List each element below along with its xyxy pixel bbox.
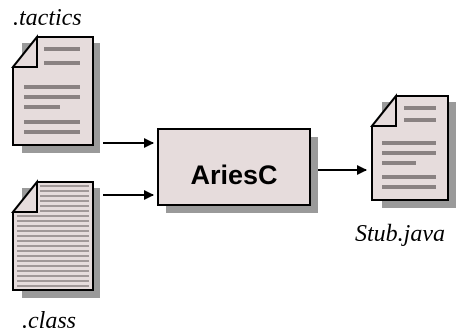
compiler-label: AriesC: [190, 160, 277, 190]
compiler-box: AriesC: [157, 128, 318, 213]
output-file-label: Stub.java: [355, 221, 445, 247]
output-document-icon: [369, 93, 456, 208]
tactics-file-label: .tactics: [13, 5, 82, 31]
class-document-icon: [10, 179, 100, 298]
class-file-label: .class: [22, 308, 76, 334]
tactics-document-icon: [10, 34, 100, 153]
